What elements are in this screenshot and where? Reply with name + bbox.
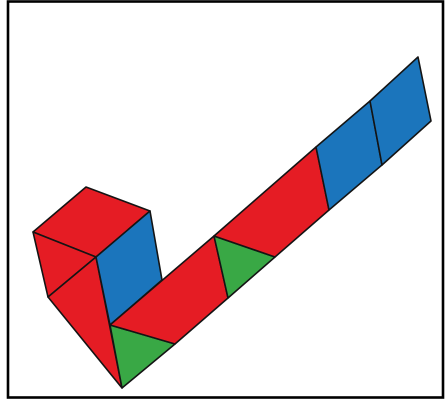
blue-strip-2 — [370, 57, 431, 165]
blue-strip-1 — [316, 101, 382, 210]
red-strip-2 — [214, 147, 329, 257]
